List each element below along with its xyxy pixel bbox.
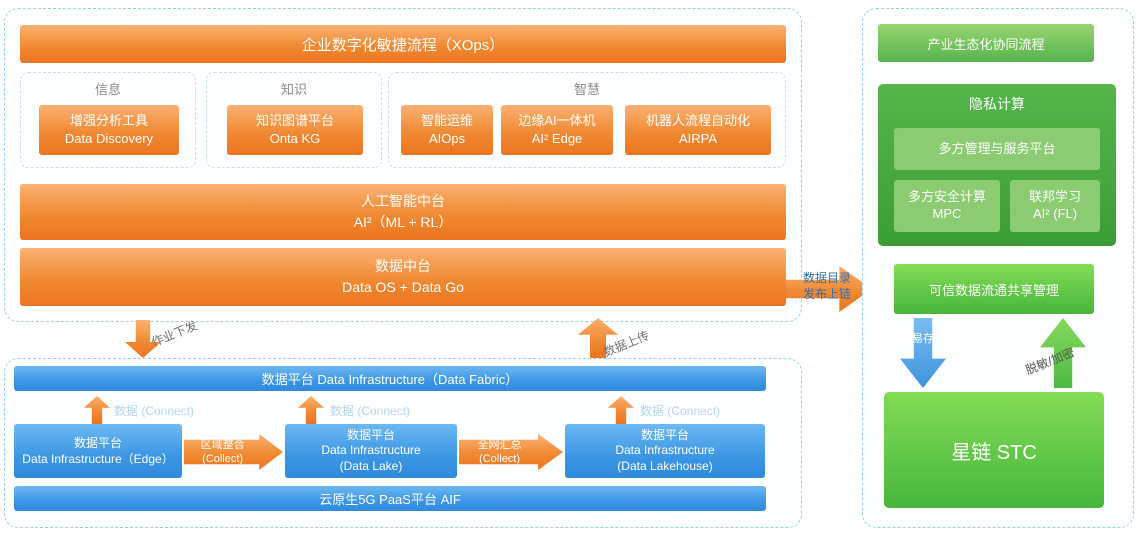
data-middle-platform-banner: 数据中台 Data OS + Data Go [20, 248, 786, 306]
connect-label-lakehouse: 数据 (Connect) [640, 404, 721, 418]
data-banner-line1: 数据中台 [375, 258, 431, 274]
global-collect-label: 全网汇总 (Collect) [459, 434, 540, 470]
platform-datalake-line3: (Data Lake) [339, 458, 403, 473]
eco-banner: 产业生态化协同流程 [878, 24, 1094, 62]
fl-line1: 联邦学习 [1028, 189, 1081, 205]
stc-box: 星链 STC [884, 392, 1104, 508]
stc-text: 星链 STC [951, 441, 1037, 464]
privacy-computing-panel: 隐私计算 多方管理与服务平台 多方安全计算 MPC 联邦学习 AI² (FL) [878, 84, 1116, 246]
platform-datalake-line1: 数据平台 [346, 427, 395, 442]
platform-datalake-line2: Data Infrastructure [321, 443, 421, 458]
fl-line2: AI² (FL) [1032, 206, 1078, 221]
global-collect-line2: (Collect) [479, 453, 521, 465]
multi-party-platform-text: 多方管理与服务平台 [938, 140, 1056, 156]
eco-banner-text: 产业生态化协同流程 [927, 36, 1045, 52]
platform-datalake-box: 数据平台 Data Infrastructure (Data Lake) [285, 424, 457, 478]
ai-banner-line2: AI²（ML + RL） [353, 214, 453, 230]
aiops-line2: AIOps [428, 131, 466, 146]
regional-collect-label: 区域整合 (Collect) [184, 434, 261, 470]
platform-lakehouse-line3: (Data Lakehouse) [617, 458, 713, 473]
data-discovery-line2: Data Discovery [64, 131, 154, 146]
platform-lakehouse-box: 数据平台 Data Infrastructure (Data Lakehouse… [565, 424, 765, 478]
ai-banner-line1: 人工智能中台 [361, 193, 445, 209]
platform-edge-box: 数据平台 Data Infrastructure（Edge） [14, 424, 182, 478]
catalog-publish-label: 数据目录 发布上链 [796, 271, 858, 302]
multi-party-platform-box: 多方管理与服务平台 [894, 128, 1100, 170]
mpc-box: 多方安全计算 MPC [894, 180, 1000, 232]
ai-edge-box: 边缘AI一体机 AI² Edge [501, 105, 613, 155]
data-discovery-box: 增强分析工具 Data Discovery [39, 105, 179, 155]
platform-lakehouse-line2: Data Infrastructure [615, 443, 715, 458]
regional-collect-arrow: 区域整合 (Collect) [184, 434, 283, 470]
mpc-line1: 多方安全计算 [907, 189, 986, 205]
mpc-line2: MPC [932, 206, 962, 221]
paas-banner-text: 云原生5G PaaS平台 AIF [319, 492, 461, 507]
regional-collect-line1: 区域整合 [200, 438, 245, 451]
aiops-line1: 智能运维 [420, 113, 473, 129]
data-banner-line2: Data OS + Data Go [342, 279, 464, 295]
global-collect-line1: 全网汇总 [477, 438, 522, 451]
trusted-data-banner: 可信数据流通共享管理 [894, 264, 1094, 314]
airpa-line2: AIRPA [678, 131, 718, 146]
group-knowledge-label: 知识 [280, 82, 307, 97]
ai-edge-line1: 边缘AI一体机 [518, 113, 596, 129]
airpa-box: 机器人流程自动化 AIRPA [625, 105, 771, 155]
group-wisdom-label: 智慧 [573, 82, 600, 97]
group-info-label: 信息 [94, 82, 121, 97]
regional-collect-line2: (Collect) [202, 453, 244, 465]
onta-kg-line2: Onta KG [269, 131, 321, 146]
group-knowledge: 知识 知识图谱平台 Onta KG [206, 72, 382, 168]
trade-deposit-label: 交易存证 [901, 333, 945, 345]
catalog-publish-line2: 发布上链 [802, 286, 851, 301]
connect-label-lake: 数据 (Connect) [330, 404, 411, 418]
airpa-line1: 机器人流程自动化 [645, 113, 750, 129]
trusted-data-banner-text: 可信数据流通共享管理 [928, 282, 1059, 298]
ai-middle-platform-banner: 人工智能中台 AI²（ML + RL） [20, 184, 786, 240]
platform-edge-line1: 数据平台 [73, 435, 122, 450]
group-wisdom: 智慧 智能运维 AIOps 边缘AI一体机 AI² Edge 机器人流程自动化 … [388, 72, 786, 168]
onta-kg-box: 知识图谱平台 Onta KG [227, 105, 363, 155]
data-discovery-line1: 增强分析工具 [69, 113, 148, 129]
data-fabric-banner-text: 数据平台 Data Infrastructure（Data Fabric） [261, 372, 519, 387]
onta-kg-line1: 知识图谱平台 [255, 113, 334, 129]
connect-label-edge: 数据 (Connect) [114, 404, 195, 418]
paas-banner: 云原生5G PaaS平台 AIF [14, 486, 766, 511]
global-collect-arrow: 全网汇总 (Collect) [459, 434, 563, 470]
privacy-title: 隐私计算 [969, 96, 1025, 112]
catalog-publish-line1: 数据目录 [802, 271, 851, 285]
xops-banner-text: 企业数字化敏捷流程（XOps） [301, 36, 505, 54]
aiops-box: 智能运维 AIOps [401, 105, 493, 155]
ai-edge-line2: AI² Edge [531, 131, 583, 146]
data-fabric-banner: 数据平台 Data Infrastructure（Data Fabric） [14, 366, 766, 391]
xops-banner: 企业数字化敏捷流程（XOps） [20, 25, 786, 63]
platform-edge-line2: Data Infrastructure（Edge） [22, 452, 174, 466]
platform-lakehouse-line1: 数据平台 [640, 427, 689, 442]
federated-learning-box: 联邦学习 AI² (FL) [1010, 180, 1100, 232]
group-info: 信息 增强分析工具 Data Discovery [20, 72, 196, 168]
